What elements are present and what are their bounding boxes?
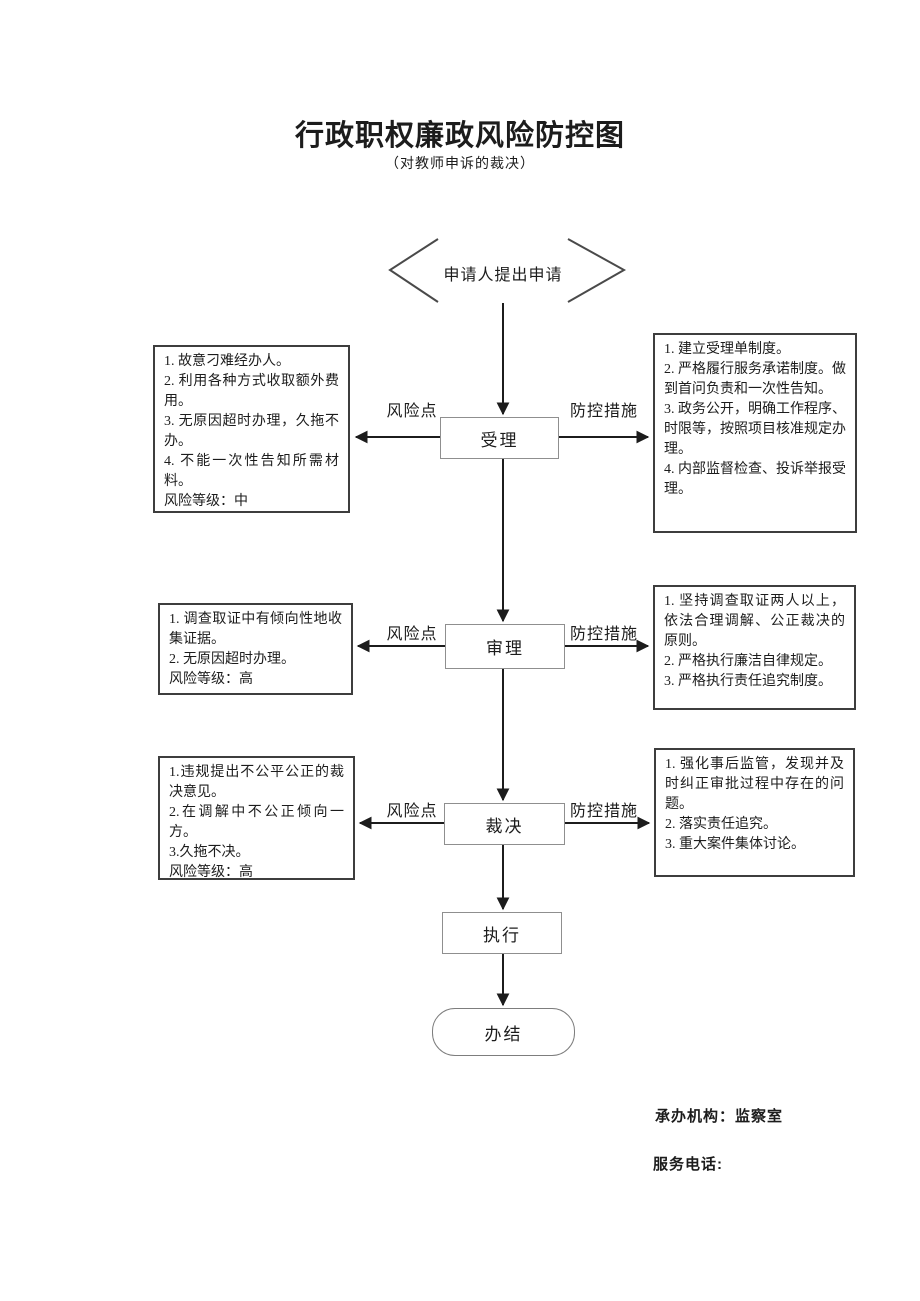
control-item: 2. 严格执行廉洁自律规定。 xyxy=(664,654,832,669)
risk-item: 1. 调查取证中有倾向性地收集证据。 xyxy=(169,612,342,647)
risk-level: 风险等级：高 xyxy=(169,672,253,687)
review-risk-label: 风险点 xyxy=(386,626,438,643)
control-item: 1. 坚持调查取证两人以上，依法合理调解、公正裁决的原则。 xyxy=(664,594,845,649)
control-item: 2. 严格履行服务承诺制度。做到首问负责和一次性告知。 xyxy=(664,362,846,397)
risk-item: 3. 无原因超时办理，久拖不办。 xyxy=(164,414,339,449)
footer-phone: 服务电话: xyxy=(653,1156,723,1173)
node-finish: 办结 xyxy=(432,1008,575,1056)
node-accept: 受理 xyxy=(440,417,559,459)
ruling-control-box: 1. 强化事后监管，发现并及时纠正审批过程中存在的问题。 2. 落实责任追究。 … xyxy=(654,748,855,877)
review-control-label: 防控措施 xyxy=(569,626,638,643)
control-item: 4. 内部监督检查、投诉举报受理。 xyxy=(664,462,846,497)
accept-control-label: 防控措施 xyxy=(569,403,638,420)
risk-level: 风险等级：高 xyxy=(169,865,253,880)
ruling-control-label: 防控措施 xyxy=(569,803,638,820)
risk-item: 2.在调解中不公正倾向一方。 xyxy=(169,805,344,840)
page-title: 行政职权廉政风险防控图 xyxy=(294,120,625,152)
ruling-risk-box: 1.违规提出不公平公正的裁决意见。 2.在调解中不公正倾向一方。 3.久拖不决。… xyxy=(158,756,355,880)
control-item: 3. 政务公开，明确工作程序、时限等，按照项目核准规定办理。 xyxy=(664,402,846,457)
risk-item: 4. 不能一次性告知所需材料。 xyxy=(164,454,339,489)
start-node-label: 申请人提出申请 xyxy=(443,267,563,284)
review-risk-box: 1. 调查取证中有倾向性地收集证据。 2. 无原因超时办理。 风险等级：高 xyxy=(158,603,353,695)
control-item: 3. 重大案件集体讨论。 xyxy=(665,837,805,852)
accept-risk-box: 1. 故意刁难经办人。 2. 利用各种方式收取额外费用。 3. 无原因超时办理，… xyxy=(153,345,350,513)
ruling-risk-label: 风险点 xyxy=(386,803,438,820)
control-item: 3. 严格执行责任追究制度。 xyxy=(664,674,832,689)
node-ruling: 裁决 xyxy=(444,803,565,845)
accept-control-box: 1. 建立受理单制度。 2. 严格履行服务承诺制度。做到首问负责和一次性告知。 … xyxy=(653,333,857,533)
risk-item: 1. 故意刁难经办人。 xyxy=(164,354,290,369)
review-control-box: 1. 坚持调查取证两人以上，依法合理调解、公正裁决的原则。 2. 严格执行廉洁自… xyxy=(653,585,856,710)
node-review: 审理 xyxy=(445,624,565,669)
risk-item: 2. 无原因超时办理。 xyxy=(169,652,295,667)
risk-item: 2. 利用各种方式收取额外费用。 xyxy=(164,374,339,409)
node-execute: 执行 xyxy=(442,912,562,954)
page-subtitle: （对教师申诉的裁决） xyxy=(385,157,535,172)
accept-risk-label: 风险点 xyxy=(386,403,438,420)
footer-agency: 承办机构：监察室 xyxy=(655,1108,784,1125)
risk-item: 3.久拖不决。 xyxy=(169,845,250,860)
risk-item: 1.违规提出不公平公正的裁决意见。 xyxy=(169,765,344,800)
control-item: 1. 建立受理单制度。 xyxy=(664,342,790,357)
control-item: 1. 强化事后监管，发现并及时纠正审批过程中存在的问题。 xyxy=(665,757,844,812)
control-item: 2. 落实责任追究。 xyxy=(665,817,777,832)
risk-level: 风险等级：中 xyxy=(164,494,248,509)
